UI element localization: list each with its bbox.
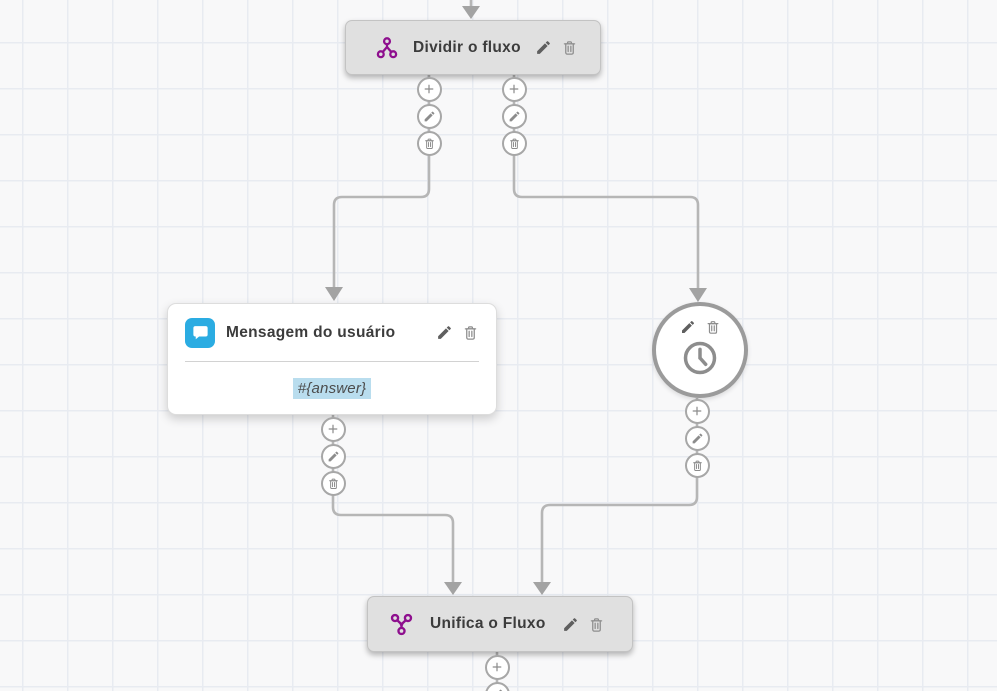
delete-merge-node-button[interactable] bbox=[588, 616, 605, 633]
timer-node[interactable] bbox=[652, 302, 748, 398]
edit-connection-button[interactable] bbox=[501, 103, 527, 129]
pencil-icon bbox=[327, 450, 340, 463]
add-step-button[interactable] bbox=[684, 398, 710, 424]
user-message-header: Mensagem do usuário bbox=[168, 304, 496, 361]
split-flow-icon bbox=[375, 36, 399, 60]
edit-connection-button[interactable] bbox=[684, 425, 710, 451]
merge-node-actions bbox=[562, 616, 605, 633]
delete-split-node-button[interactable] bbox=[561, 39, 578, 56]
add-step-button[interactable] bbox=[501, 76, 527, 102]
connector-timer-to-merge bbox=[540, 398, 699, 583]
trash-icon bbox=[691, 459, 704, 472]
trash-icon bbox=[423, 137, 436, 150]
trash-icon bbox=[327, 477, 340, 490]
plus-icon bbox=[507, 82, 521, 96]
message-output-controls bbox=[320, 416, 346, 496]
merge-flow-icon bbox=[389, 612, 414, 637]
user-message-body: #{answer} bbox=[168, 362, 496, 415]
delete-connection-button[interactable] bbox=[320, 470, 346, 496]
arrowhead-into-merge-right bbox=[533, 582, 551, 595]
connector-split-right-branch bbox=[512, 75, 700, 289]
split-flow-node[interactable]: Dividir o fluxo bbox=[345, 20, 601, 75]
pencil-icon bbox=[423, 110, 436, 123]
edit-merge-node-button[interactable] bbox=[562, 616, 579, 633]
edit-connection-button[interactable] bbox=[416, 103, 442, 129]
merge-flow-node[interactable]: Unifica o Fluxo bbox=[367, 596, 633, 652]
header-divider bbox=[185, 361, 479, 362]
user-message-title: Mensagem do usuário bbox=[226, 323, 396, 341]
edit-connection-button[interactable] bbox=[320, 443, 346, 469]
arrowhead-into-timer-node bbox=[689, 288, 707, 302]
delete-connection-button[interactable] bbox=[501, 130, 527, 156]
timer-node-actions bbox=[680, 319, 721, 335]
add-step-button[interactable] bbox=[484, 654, 510, 680]
trash-icon bbox=[508, 137, 521, 150]
split-node-title: Dividir o fluxo bbox=[413, 38, 521, 56]
edit-connection-button[interactable] bbox=[484, 681, 510, 691]
arrowhead-into-message-node bbox=[325, 287, 343, 301]
plus-icon bbox=[326, 422, 340, 436]
pencil-icon bbox=[491, 688, 504, 691]
split-node-actions bbox=[535, 39, 578, 56]
merge-output-controls bbox=[484, 654, 510, 691]
edit-split-node-button[interactable] bbox=[535, 39, 552, 56]
user-message-node[interactable]: Mensagem do usuário #{answer} bbox=[167, 303, 497, 415]
plus-icon bbox=[690, 404, 704, 418]
split-right-output-controls bbox=[501, 76, 527, 156]
delete-connection-button[interactable] bbox=[416, 130, 442, 156]
edit-message-node-button[interactable] bbox=[436, 324, 453, 341]
arrowhead-into-split-node bbox=[462, 6, 480, 19]
plus-icon bbox=[422, 82, 436, 96]
split-left-output-controls bbox=[416, 76, 442, 156]
pencil-icon bbox=[508, 110, 521, 123]
answer-variable-chip: #{answer} bbox=[292, 378, 372, 399]
clock-icon bbox=[680, 338, 720, 378]
user-message-actions bbox=[436, 324, 479, 341]
delete-message-node-button[interactable] bbox=[462, 324, 479, 341]
timer-output-controls bbox=[684, 398, 710, 478]
edit-timer-node-button[interactable] bbox=[680, 319, 696, 335]
chat-bubble-icon bbox=[185, 317, 215, 348]
arrowhead-into-merge-left bbox=[444, 582, 462, 595]
plus-icon bbox=[490, 660, 504, 674]
add-step-button[interactable] bbox=[416, 76, 442, 102]
pencil-icon bbox=[691, 432, 704, 445]
connector-message-to-merge bbox=[331, 415, 455, 583]
connector-split-left-branch bbox=[332, 75, 431, 288]
delete-connection-button[interactable] bbox=[684, 452, 710, 478]
merge-node-title: Unifica o Fluxo bbox=[430, 615, 546, 632]
add-step-button[interactable] bbox=[320, 416, 346, 442]
delete-timer-node-button[interactable] bbox=[705, 319, 721, 335]
